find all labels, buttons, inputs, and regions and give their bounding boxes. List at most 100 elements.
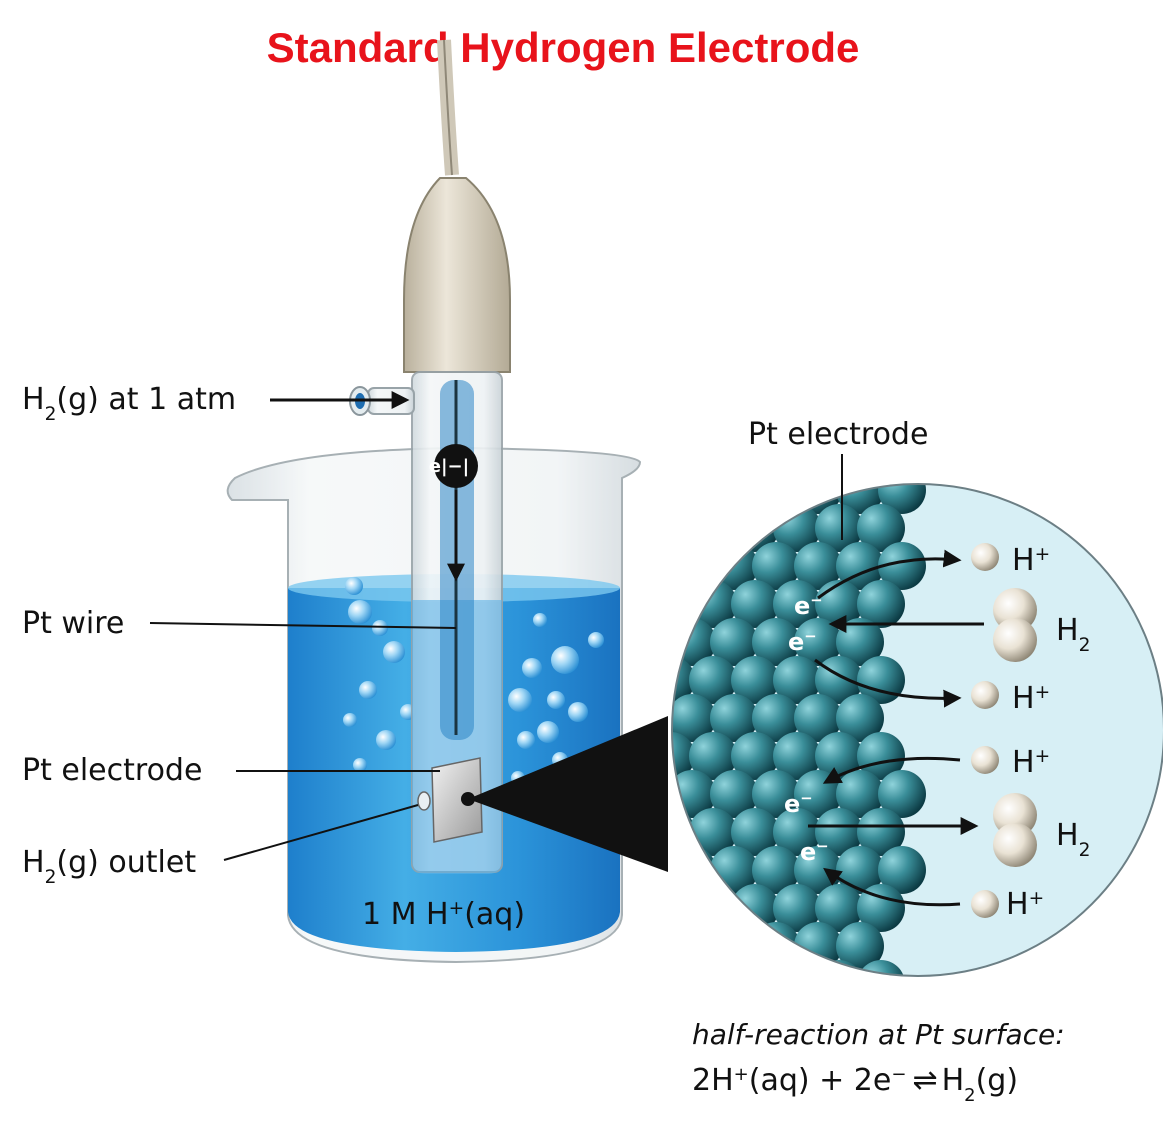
proton-label: H+ xyxy=(1006,887,1044,922)
electron-symbol xyxy=(434,444,478,488)
gas-bubble xyxy=(348,600,372,624)
platinum-atom xyxy=(878,770,926,818)
electron-label: e− xyxy=(784,789,813,818)
platinum-atom xyxy=(752,770,800,818)
proton-label: H+ xyxy=(1012,543,1050,578)
pt-electrode-label: Pt electrode xyxy=(22,753,202,788)
gas-bubble xyxy=(343,713,357,727)
pt-wire-leader xyxy=(149,622,457,629)
pt-wire-label: Pt wire xyxy=(22,606,124,641)
platinum-atom xyxy=(672,960,695,976)
platinum-atom xyxy=(794,694,842,742)
gas-bubble xyxy=(588,632,604,648)
zoom-cone xyxy=(468,716,668,872)
proton-ion xyxy=(971,543,999,571)
platinum-atom xyxy=(672,542,716,590)
platinum-atom xyxy=(815,504,863,552)
platinum-atom xyxy=(857,580,905,628)
platinum-atom xyxy=(857,656,905,704)
platinum-atom xyxy=(857,732,905,780)
proton-ion xyxy=(971,746,999,774)
platinum-atom xyxy=(836,618,884,666)
platinum-atom xyxy=(773,580,821,628)
platinum-atom xyxy=(672,580,695,628)
gas-outlet-hole xyxy=(417,791,431,811)
reaction-arrow xyxy=(823,867,961,907)
platinum-atom xyxy=(672,484,674,514)
gas-bubble xyxy=(383,641,405,663)
platinum-atom xyxy=(672,504,695,552)
electron-symbol-label: e|−| xyxy=(429,456,469,477)
page-title: Standard Hydrogen Electrode xyxy=(267,24,860,71)
platinum-atom xyxy=(689,884,737,932)
reaction-arrow xyxy=(822,756,961,784)
gas-bubble xyxy=(345,577,363,595)
platinum-atom xyxy=(672,732,695,780)
platinum-atom xyxy=(672,884,695,932)
platinum-atom xyxy=(672,542,674,590)
platinum-atom xyxy=(689,656,737,704)
platinum-atom xyxy=(710,484,758,514)
platinum-atom xyxy=(752,846,800,894)
half-reaction-equation: 2H+(aq) + 2e−⇌H2(g) xyxy=(692,1063,1018,1106)
gas-bubble xyxy=(522,658,542,678)
gas-bubble xyxy=(359,681,377,699)
platinum-atom xyxy=(878,846,926,894)
gas-bubble xyxy=(372,620,388,636)
platinum-atom xyxy=(689,504,737,552)
platinum-atom xyxy=(836,922,884,970)
platinum-atom xyxy=(710,618,758,666)
gas-bubble xyxy=(376,730,396,750)
platinum-atom xyxy=(710,770,758,818)
platinum-atom xyxy=(752,694,800,742)
platinum-atom xyxy=(836,694,884,742)
platinum-atom xyxy=(773,656,821,704)
platinum-atom xyxy=(752,542,800,590)
h2-outlet-leader xyxy=(223,804,419,861)
platinum-atom xyxy=(672,656,695,704)
platinum-atom xyxy=(857,884,905,932)
platinum-atom xyxy=(731,960,779,976)
platinum-atom xyxy=(731,580,779,628)
platinum-atom xyxy=(836,846,884,894)
h2-inlet-label: H2(g) at 1 atm xyxy=(22,382,236,425)
reaction-arrow xyxy=(814,658,962,708)
platinum-atom xyxy=(815,884,863,932)
hydrogen-bubbles xyxy=(343,577,604,785)
gas-bubble xyxy=(508,688,532,712)
platinum-atom xyxy=(773,960,821,976)
platinum-atom xyxy=(689,732,737,780)
platinum-atom xyxy=(672,846,716,894)
platinum-atom xyxy=(773,808,821,856)
platinum-atom xyxy=(815,808,863,856)
proton-ion xyxy=(971,681,999,709)
half-reaction-caption: half-reaction at Pt surface: xyxy=(692,1018,1065,1051)
gas-bubble xyxy=(517,731,535,749)
platinum-atom xyxy=(752,618,800,666)
hydrogen-molecule xyxy=(993,793,1037,867)
platinum-atom xyxy=(857,504,905,552)
platinum-atom xyxy=(672,922,674,970)
platinum-atom xyxy=(731,732,779,780)
platinum-atom xyxy=(773,884,821,932)
platinum-atom xyxy=(731,656,779,704)
platinum-atom xyxy=(857,960,905,976)
platinum-atom xyxy=(794,542,842,590)
platinum-atom xyxy=(672,922,716,970)
gas-bubble xyxy=(533,613,547,627)
platinum-atom xyxy=(773,732,821,780)
electron-label: e− xyxy=(800,837,829,866)
platinum-surface xyxy=(672,484,926,976)
h2-outlet-label: H2(g) outlet xyxy=(22,845,196,888)
hydrogen-molecule xyxy=(993,588,1037,662)
platinum-atom xyxy=(752,484,800,514)
platinum-atom xyxy=(672,618,674,666)
proton-label: H+ xyxy=(1012,681,1050,716)
gas-bubble xyxy=(551,646,579,674)
hydrogen-molecule-label: H2 xyxy=(1056,818,1090,861)
platinum-atom xyxy=(731,808,779,856)
gas-bubble xyxy=(568,702,588,722)
platinum-atom xyxy=(672,484,716,514)
